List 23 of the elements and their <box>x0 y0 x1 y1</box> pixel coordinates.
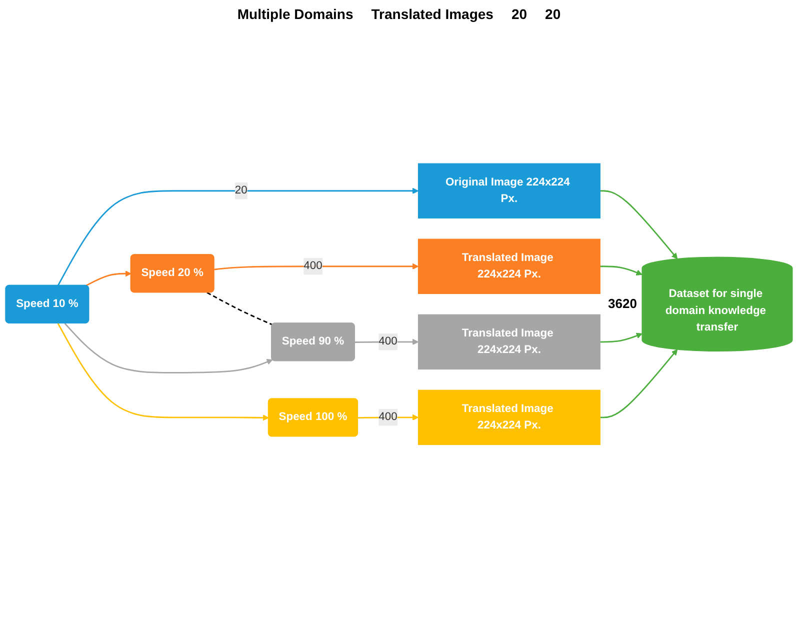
text-label: 20 <box>545 6 561 22</box>
node-box: Translated Image 224x224 Px. <box>418 314 600 370</box>
edge-label: 20 <box>234 184 248 196</box>
text-label: 20 <box>511 6 528 22</box>
edge-label: 400 <box>304 260 322 272</box>
arrow <box>600 190 678 259</box>
edge-label: 400 <box>378 410 398 423</box>
text-label: Multiple Domains <box>237 6 354 22</box>
arrow <box>600 332 642 342</box>
arrow <box>86 270 132 286</box>
arrow <box>64 322 273 374</box>
arrow <box>57 322 269 421</box>
node-box: Translated Image 224x224 Px. <box>418 390 600 445</box>
node-box: Original Image 224x224 Px. <box>418 163 600 218</box>
edge-label: 400 <box>378 335 398 348</box>
arrow <box>600 349 678 418</box>
connector <box>206 292 273 326</box>
arrow <box>600 266 642 276</box>
node-box: Translated Image 224x224 Px. <box>418 238 600 294</box>
text-label: Translated Images <box>371 6 494 22</box>
arrow <box>214 263 419 270</box>
arrow <box>57 188 419 286</box>
count-label: 3620 <box>608 296 637 311</box>
